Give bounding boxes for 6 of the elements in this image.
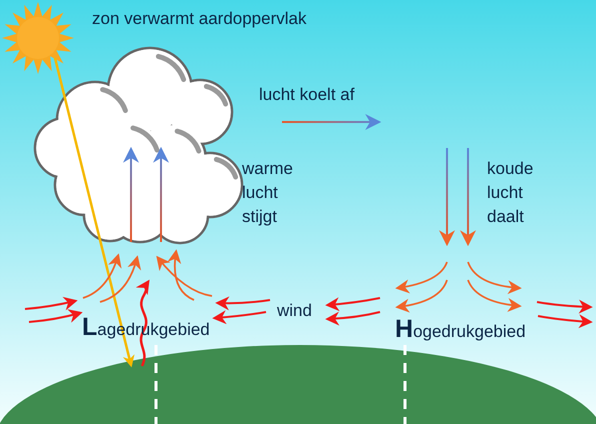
process-label: koude lucht daalt (487, 158, 534, 228)
process-label: lucht koelt af (259, 84, 354, 106)
pressure-label: Hogedrukgebied (395, 317, 526, 344)
process-label: warme lucht stijgt (242, 158, 294, 228)
wind-label: wind (277, 300, 312, 322)
caption-text: zon verwarmt aardoppervlak (92, 8, 306, 30)
